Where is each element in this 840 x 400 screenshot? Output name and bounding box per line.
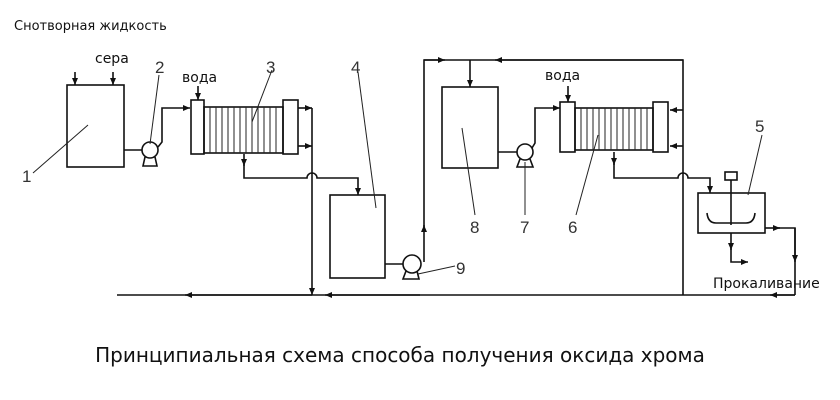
tank-1: 1 [22, 72, 125, 186]
calcination-label: Прокаливание [713, 276, 820, 292]
label-4: 4 [351, 58, 360, 77]
pump-2: 2 [124, 58, 190, 167]
water-label-2: вода [545, 68, 580, 84]
label-5: 5 [755, 117, 764, 136]
diagram-caption: Принципиальная схема способа получения о… [95, 343, 705, 367]
heat-exchanger-3: 3 [190, 58, 361, 295]
water-label-1: вода [182, 70, 217, 86]
tank-8: 8 [441, 60, 499, 237]
label-9: 9 [456, 259, 465, 278]
label-8: 8 [470, 218, 479, 237]
pump-9: 9 [385, 57, 684, 295]
label-2: 2 [155, 58, 164, 77]
label-3: 3 [266, 58, 275, 77]
heat-exchanger-6: 6 [559, 86, 713, 237]
label-7: 7 [520, 218, 529, 237]
label-1: 1 [22, 167, 31, 186]
label-6: 6 [568, 218, 577, 237]
sulfur-label: сера [95, 51, 129, 67]
input-liquid-label: Снотворная жидкость [14, 19, 167, 34]
stirred-tank-5: 5 [697, 117, 798, 295]
pump-7: 7 [498, 105, 560, 237]
tank-4: 4 [329, 58, 386, 279]
